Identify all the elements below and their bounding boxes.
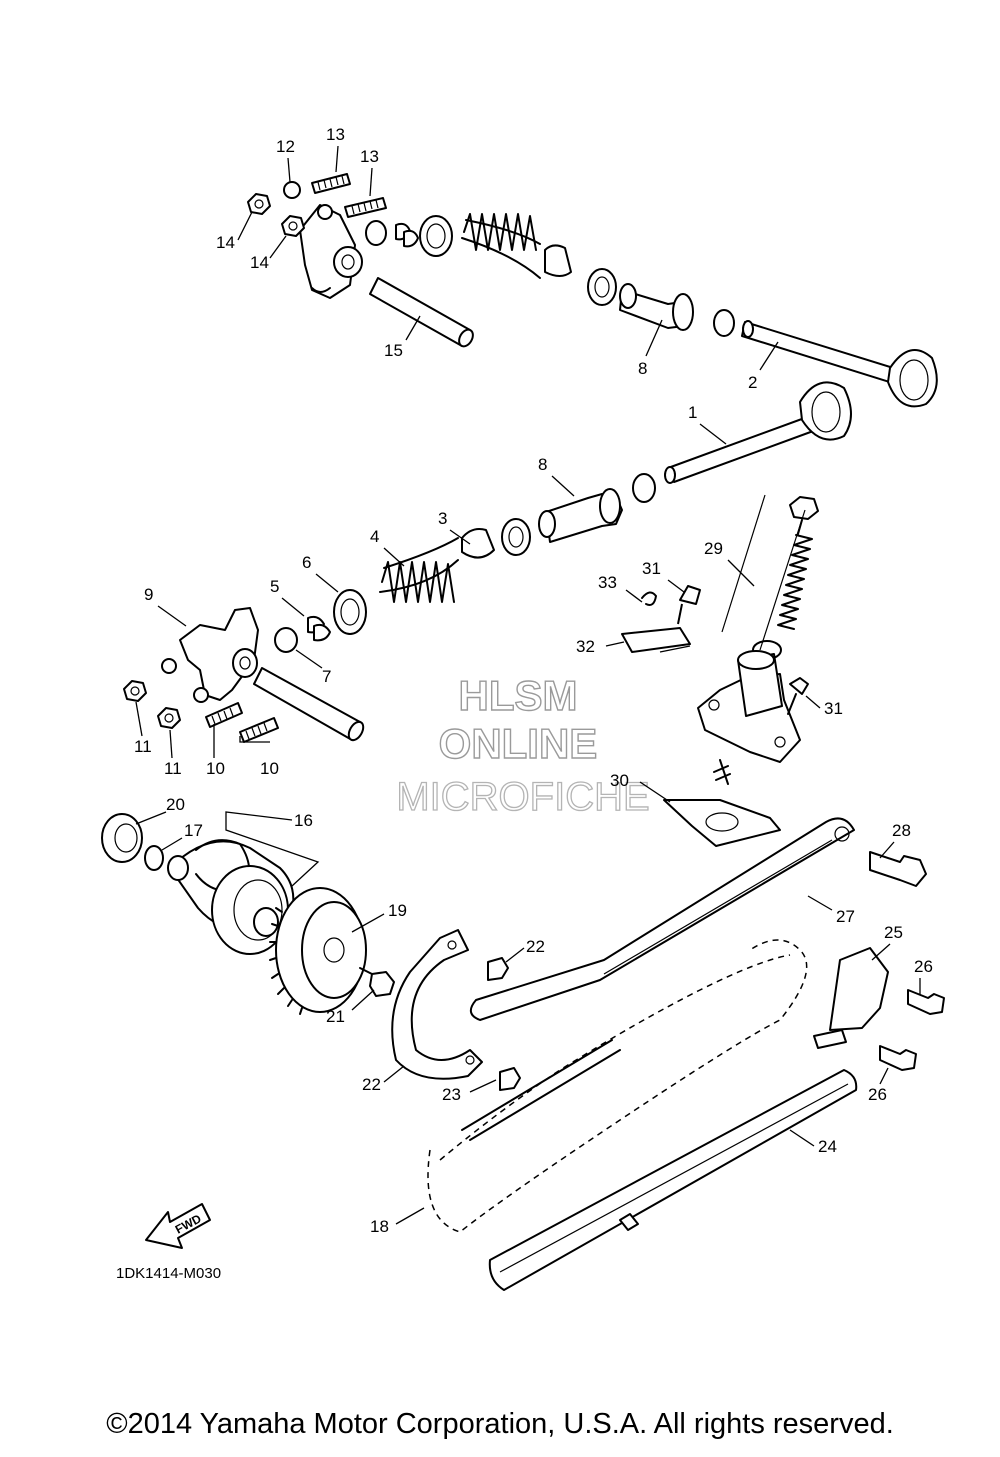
callout-26: 26 (914, 957, 933, 976)
callout-10b: 10 (260, 759, 279, 778)
callout-17: 17 (184, 821, 203, 840)
callout-13: 13 (326, 125, 345, 144)
tensioner-bolt-and-spring (721, 494, 819, 660)
upper-valve-cotters-and-retainer (365, 215, 453, 257)
camshaft-oring (144, 845, 164, 871)
callout-16: 16 (294, 811, 313, 830)
callout-10: 10 (206, 759, 225, 778)
copyright-notice: ©2014 Yamaha Motor Corporation, U.S.A. A… (106, 1408, 894, 1440)
callout-31b: 31 (824, 699, 843, 718)
intake-stem-seal (461, 528, 495, 559)
upper-adjust-screws (311, 173, 387, 218)
lower-rocker-shaft (253, 667, 365, 742)
callout-32: 32 (576, 637, 595, 656)
callout-3: 3 (438, 509, 447, 528)
callout-6: 6 (302, 553, 311, 572)
callout-21: 22 (362, 1075, 381, 1094)
callout-23: 18 (370, 1217, 389, 1236)
callout-4: 4 (370, 527, 379, 546)
upper-valve-guide (619, 283, 735, 337)
callout-13b: 13 (360, 147, 379, 166)
cam-sprocket (269, 887, 367, 1015)
intake-valve-cotters (307, 615, 331, 642)
camshaft-bearing (101, 813, 143, 863)
callout-27: 27 (836, 907, 855, 926)
callout-15: 15 (384, 341, 403, 360)
tensioner-body (697, 650, 801, 785)
callout-22: 22 (526, 937, 545, 956)
callout-14: 14 (216, 233, 235, 252)
camshaft (167, 839, 295, 955)
lower-adjust-screws (205, 702, 279, 743)
intake-spring-retainer (333, 589, 367, 635)
watermark-line-2: ONLINE (439, 720, 598, 767)
tensioner-gasket (663, 799, 781, 847)
retainer-bolts (879, 989, 945, 1071)
callout-29: 29 (704, 539, 723, 558)
guide-retainer (813, 947, 889, 1049)
callout-7: 7 (322, 667, 331, 686)
callout-20: 21 (326, 1007, 345, 1026)
chain-guide-intake (488, 1069, 858, 1291)
chain-guide-exhaust (469, 817, 855, 1021)
upper-valve-seal-and-seat (544, 244, 617, 306)
callout-8: 8 (538, 455, 547, 474)
callout-33: 33 (598, 573, 617, 592)
callout-8-upper: 8 (638, 359, 647, 378)
callout-30: 30 (610, 771, 629, 790)
cam-chain (427, 939, 808, 1233)
intake-valve (664, 381, 852, 484)
callout-28: 28 (892, 821, 911, 840)
callout-26b: 26 (868, 1085, 887, 1104)
tensioner-cap-bolts (677, 585, 809, 715)
callout-24: 24 (818, 1137, 837, 1156)
intake-valve-spring (379, 537, 459, 603)
intake-spring-seat (501, 518, 531, 556)
lower-nuts (123, 680, 181, 729)
upper-exhaust-valve (741, 320, 938, 408)
callout-31: 31 (642, 559, 661, 578)
callout-labels: 12 13 13 14 14 15 8 2 1 8 3 4 6 (134, 125, 933, 1236)
callout-18: 20 (166, 795, 185, 814)
stopper-bolts (487, 957, 521, 1091)
callout-11b: 11 (164, 759, 182, 778)
callout-14b: 14 (250, 253, 269, 272)
forward-arrow: FWD (145, 1203, 211, 1249)
watermark-line-1: HLSM (459, 672, 578, 719)
callout-11: 11 (134, 737, 152, 756)
callout-1: 1 (688, 403, 697, 422)
callout-2: 2 (748, 373, 757, 392)
callout-12: 12 (276, 137, 295, 156)
exploded-parts-diagram: HLSM ONLINE MICROFICHE (101, 125, 945, 1291)
intake-valve-guide (538, 488, 623, 543)
lower-rocker-cap (274, 627, 298, 653)
sprocket-bolt (359, 967, 395, 997)
callout-9: 9 (144, 585, 153, 604)
guide-bolt (869, 851, 927, 887)
callout-25: 25 (884, 923, 903, 942)
upper-valve-spring (461, 213, 541, 279)
lower-rocker-arm (161, 607, 259, 703)
tensioner-plate-and-clip (621, 591, 691, 653)
callout-22b: 23 (442, 1085, 461, 1104)
watermark: HLSM ONLINE MICROFICHE (396, 671, 651, 819)
diagram-code: 1DK1414-M030 (116, 1265, 221, 1282)
upper-nuts (247, 193, 305, 237)
intake-valve-oring (632, 473, 656, 503)
callout-19: 19 (388, 901, 407, 920)
chain-guide-stopper (391, 929, 483, 1080)
callout-5: 5 (270, 577, 279, 596)
watermark-line-3: MICROFICHE (396, 775, 649, 819)
upper-rocker-arm (283, 181, 363, 299)
upper-rocker-shaft (369, 277, 474, 348)
